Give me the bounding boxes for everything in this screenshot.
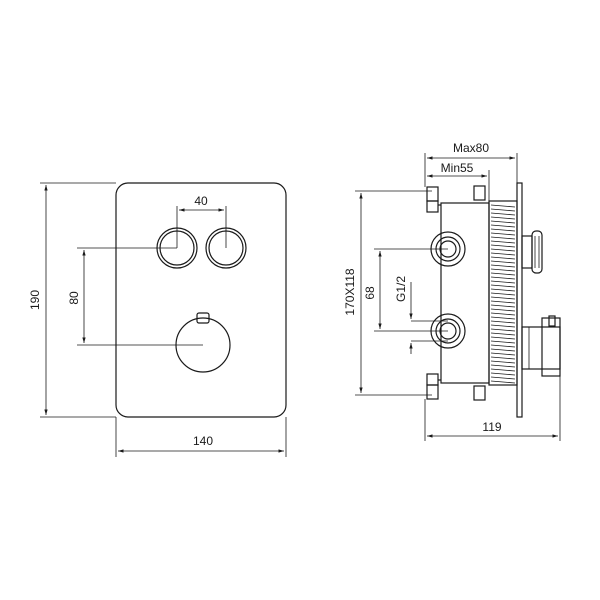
thread-line (490, 372, 516, 376)
thread-line (490, 324, 516, 328)
cover-plate (115, 182, 287, 418)
thread-line (490, 232, 516, 236)
thread-line (490, 288, 516, 292)
total-depth-dimension: 119 (424, 376, 561, 441)
thread-line (490, 220, 516, 224)
threaded-sleeve (488, 200, 518, 386)
button-spacing-label: 40 (194, 194, 208, 208)
thread-line (490, 284, 516, 288)
height-label: 190 (28, 290, 42, 310)
mounting-brackets (426, 185, 486, 401)
thread-line (490, 336, 516, 340)
thread-line (490, 320, 516, 324)
max-depth-dimension: Max80 (424, 141, 518, 187)
thread-line (490, 356, 516, 360)
thread-line (490, 376, 516, 380)
thread-line (490, 360, 516, 364)
thread-line (490, 280, 516, 284)
thread-label: G1/2 (394, 276, 408, 302)
thread-line (490, 304, 516, 308)
thread-dimension: G1/2 (394, 276, 448, 354)
thread-line (490, 244, 516, 248)
thread-line (490, 276, 516, 280)
thread-line (490, 344, 516, 348)
thread-line (490, 264, 516, 268)
front-view: 190 140 40 80 (28, 182, 287, 457)
side-view: Max80 Min55 170X118 68 G1/2 (343, 141, 561, 441)
thread-line (490, 348, 516, 352)
thread-line (490, 260, 516, 264)
thread-line (490, 204, 516, 208)
thread-line (490, 248, 516, 252)
port-spacing-label: 68 (363, 286, 377, 300)
thread-line (490, 236, 516, 240)
thread-line (490, 364, 516, 368)
button-handle-label: 80 (67, 291, 81, 305)
thread-line (490, 212, 516, 216)
valve-box (440, 202, 490, 384)
thread-line (490, 272, 516, 276)
thread-line (490, 252, 516, 256)
port-spacing-dimension: 68 (363, 248, 448, 332)
height-dimension: 190 (28, 182, 116, 418)
min-depth-dimension: Min55 (427, 161, 490, 201)
thermostat-handle (175, 312, 231, 373)
thread-line (490, 268, 516, 272)
button-spacing-dimension: 40 (176, 194, 227, 248)
box-size-dimension: 170X118 (343, 190, 432, 396)
thread-line (490, 300, 516, 304)
thread-line (490, 224, 516, 228)
thread-line (490, 328, 516, 332)
thread-line (490, 380, 516, 384)
thread-line (490, 296, 516, 300)
diverter-cartridge (521, 230, 543, 274)
thread-line (490, 256, 516, 260)
thread-line (490, 216, 516, 220)
wall-plate (516, 182, 523, 418)
thread-line (490, 368, 516, 372)
max-depth-label: Max80 (453, 141, 489, 155)
thread-line (490, 228, 516, 232)
thread-line (490, 308, 516, 312)
thermostat-stem (521, 315, 561, 377)
thread-line (490, 332, 516, 336)
thread-line (490, 352, 516, 356)
thread-line (490, 312, 516, 316)
thread-line (490, 292, 516, 296)
button-handle-dimension: 80 (67, 247, 203, 346)
min-depth-label: Min55 (441, 161, 474, 175)
width-dimension: 140 (115, 417, 287, 457)
width-label: 140 (193, 434, 213, 448)
thread-line (490, 240, 516, 244)
box-size-label: 170X118 (343, 268, 357, 315)
thread-line (490, 340, 516, 344)
thread-line (490, 316, 516, 320)
thread-line (490, 208, 516, 212)
total-depth-label: 119 (482, 420, 501, 434)
